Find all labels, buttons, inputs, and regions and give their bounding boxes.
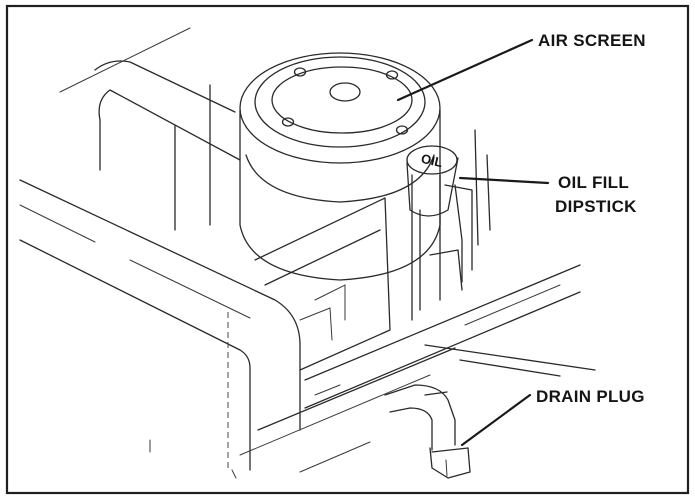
drain-plug xyxy=(384,384,471,479)
oil-fill-leader xyxy=(458,176,550,185)
deck-frame xyxy=(239,264,596,473)
air-screen-leader xyxy=(396,38,534,102)
engine-housing xyxy=(19,27,301,479)
oil-fill-label: OIL FILL xyxy=(558,173,629,192)
diagram-frame xyxy=(5,4,690,495)
dipstick-label: DIPSTICK xyxy=(555,197,637,216)
drain-plug-leader xyxy=(460,393,532,447)
air-screen-label: AIR SCREEN xyxy=(538,31,646,50)
dipstick-cap-label: OIL xyxy=(420,151,444,170)
drain-plug-label: DRAIN PLUG xyxy=(536,387,645,406)
baffle-panel xyxy=(254,197,391,371)
oil-fill-dipstick: OIL xyxy=(406,129,491,321)
air-screen xyxy=(239,52,441,281)
